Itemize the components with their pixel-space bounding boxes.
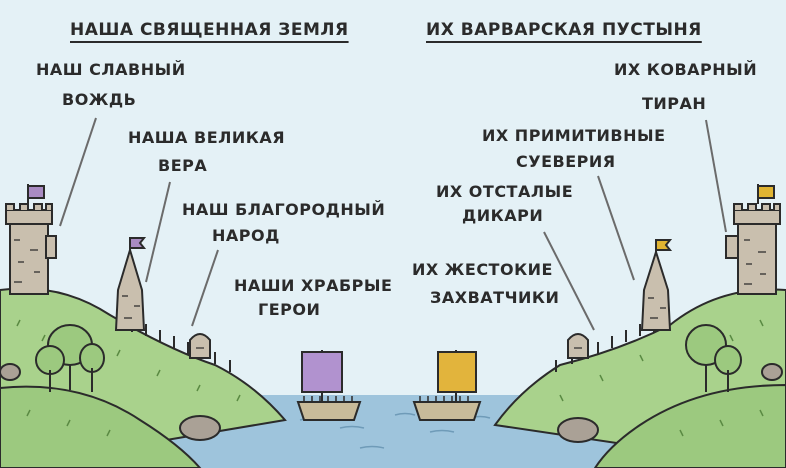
left-pointer-lines: [59, 117, 219, 327]
right-spire: [640, 239, 673, 331]
left-people-label-line2: НАРОД: [212, 226, 280, 245]
right-savages-label-line1: ИХ ОТСТАЛЫЕ: [436, 182, 574, 201]
right-tyrant-label-line1: ИХ КОВАРНЫЙ: [614, 60, 758, 79]
right-rocks: [557, 363, 783, 443]
right-tyrant-tower: [725, 184, 781, 295]
left-leader-label-line1: НАШ СЛАВНЫЙ: [36, 60, 186, 79]
left-heroes-label-line2: ГЕРОИ: [258, 300, 321, 319]
left-trees: [35, 324, 105, 392]
right-trees: [685, 324, 742, 392]
right-invaders-label-line2: ЗАХВАТЧИКИ: [430, 288, 560, 307]
right-tyrant-label-line2: ТИРАН: [642, 94, 707, 113]
right-heading: ИХ ВАРВАРСКАЯ ПУСТЫНЯ: [426, 20, 702, 40]
right-superstition-label-line1: ИХ ПРИМИТИВНЫЕ: [482, 126, 666, 145]
left-heroes-label-line1: НАШИ ХРАБРЫЕ: [234, 276, 393, 295]
left-spire: [114, 237, 147, 331]
left-leader-label-line2: ВОЖДЬ: [62, 90, 137, 109]
right-superstition-label-line2: СУЕВЕРИЯ: [516, 152, 616, 171]
left-people-label-line1: НАШ БЛАГОРОДНЫЙ: [182, 200, 386, 219]
right-invaders-label-line1: ИХ ЖЕСТОКИЕ: [412, 260, 553, 279]
right-hill-front: [593, 383, 786, 468]
left-faith-label-line1: НАША ВЕЛИКАЯ: [128, 128, 286, 147]
right-pointer-lines: [543, 119, 727, 331]
left-hill-front: [0, 385, 202, 468]
left-rocks: [0, 363, 221, 441]
left-heading: НАША СВЯЩЕННАЯ ЗЕМЛЯ: [70, 20, 349, 40]
left-hut: [189, 333, 211, 359]
left-faith-label-line2: ВЕРА: [158, 156, 208, 175]
right-hut: [567, 333, 589, 359]
right-savages-label-line2: ДИКАРИ: [462, 206, 544, 225]
right-ship: [412, 350, 482, 421]
left-ship: [296, 350, 362, 421]
left-tyrant-tower: [5, 184, 57, 295]
